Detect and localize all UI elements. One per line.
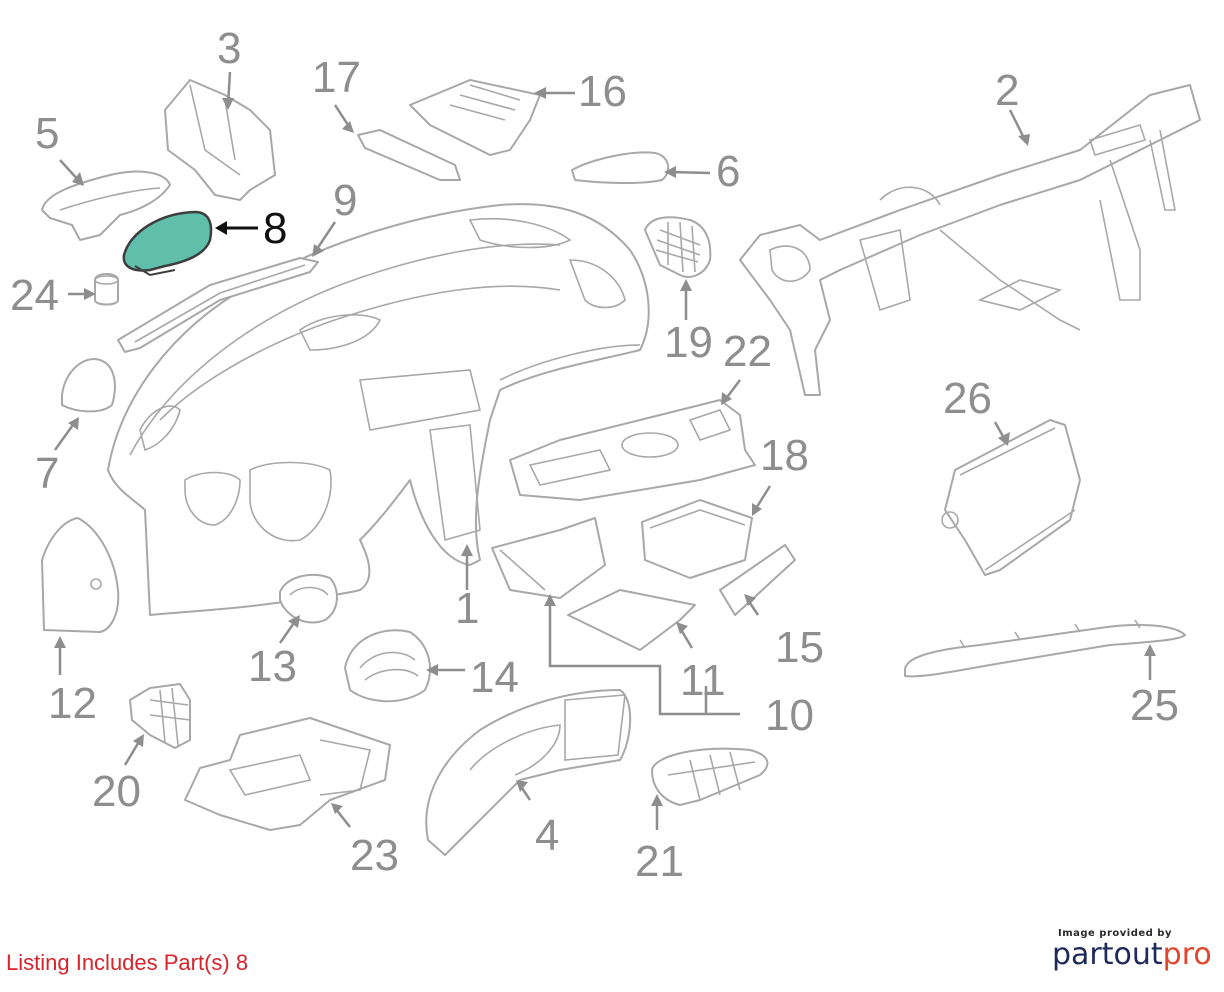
callout-11: 11 <box>680 656 726 705</box>
part-21-drawing <box>651 747 769 806</box>
part-24-drawing <box>94 273 119 306</box>
callout-15: 15 <box>775 623 824 672</box>
callout-14: 14 <box>470 653 519 702</box>
callout-1: 1 <box>455 584 479 633</box>
callout-4: 4 <box>535 811 559 860</box>
part-5-drawing <box>41 170 171 241</box>
callout-22: 22 <box>723 327 772 376</box>
part-23-drawing <box>184 717 391 831</box>
part-10-drawing <box>491 517 606 599</box>
part-12-drawing <box>41 517 120 633</box>
callout-7: 7 <box>35 449 59 498</box>
callout-2: 2 <box>995 66 1019 115</box>
callout-6: 6 <box>716 147 740 196</box>
part-4-drawing <box>425 689 632 856</box>
callout-8: 8 <box>263 204 287 253</box>
part-7-drawing <box>61 358 116 413</box>
callout-17: 17 <box>312 53 361 102</box>
part-14-drawing <box>344 629 431 703</box>
callout-3: 3 <box>217 24 241 73</box>
part-20-drawing <box>129 683 191 749</box>
part-8-highlighted-drawing <box>122 210 213 277</box>
callout-5: 5 <box>35 109 59 158</box>
part-25-drawing <box>904 619 1186 678</box>
callout-12: 12 <box>48 679 97 728</box>
part-15-drawing <box>719 544 796 616</box>
partoutpro-logo: partoutpro <box>1052 937 1212 972</box>
cross-car-beam-drawing <box>739 84 1201 396</box>
callout-19: 19 <box>664 318 713 367</box>
callout-20: 20 <box>92 767 141 816</box>
part-26-drawing <box>941 419 1081 576</box>
part-16-drawing <box>409 79 541 156</box>
part-13-drawing <box>279 573 338 624</box>
callout-18: 18 <box>760 431 809 480</box>
part-9-drawing <box>117 257 319 353</box>
callout-26: 26 <box>943 374 992 423</box>
callout-13: 13 <box>248 642 297 691</box>
callout-24: 24 <box>10 271 59 320</box>
callout-9: 9 <box>333 176 357 225</box>
part-17-drawing <box>357 129 461 181</box>
part-22-drawing <box>509 399 756 501</box>
callout-16: 16 <box>578 67 627 116</box>
part-19-drawing <box>644 216 712 278</box>
callout-21: 21 <box>635 837 684 886</box>
image-provider-credit: Image provided by partoutpro <box>1052 928 1212 972</box>
callout-10: 10 <box>765 691 814 740</box>
provider-caption: Image provided by <box>1058 928 1172 939</box>
leader-arrowheads <box>54 87 1156 814</box>
logo-text-part1: partout <box>1052 937 1163 972</box>
callout-25: 25 <box>1130 681 1179 730</box>
callout-23: 23 <box>350 831 399 880</box>
part-18-drawing <box>641 499 753 579</box>
listing-includes-text: Listing Includes Part(s) 8 <box>6 950 249 975</box>
callout-labels: 1 2 3 4 5 6 7 8 9 10 11 12 13 14 15 16 1… <box>10 24 1179 886</box>
part-3-drawing <box>164 79 276 201</box>
part-11-drawing <box>567 589 696 651</box>
part-6-drawing <box>571 151 670 185</box>
logo-text-part2: pro <box>1162 937 1212 972</box>
leader-lines <box>53 71 1152 830</box>
